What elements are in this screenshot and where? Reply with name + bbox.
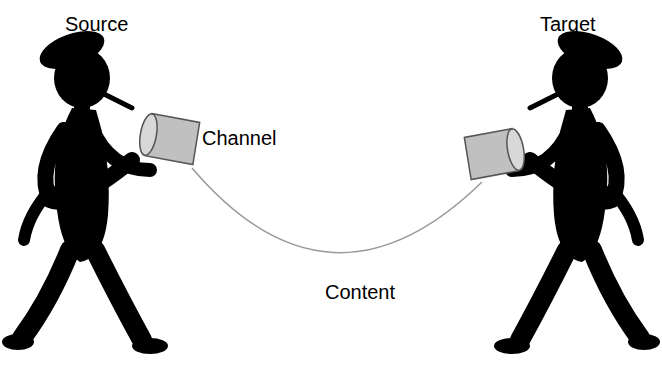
target-label: Target xyxy=(540,12,596,36)
source-label: Source xyxy=(65,12,128,36)
string xyxy=(192,168,482,253)
channel-label: Channel xyxy=(202,126,277,150)
content-label: Content xyxy=(325,280,395,304)
